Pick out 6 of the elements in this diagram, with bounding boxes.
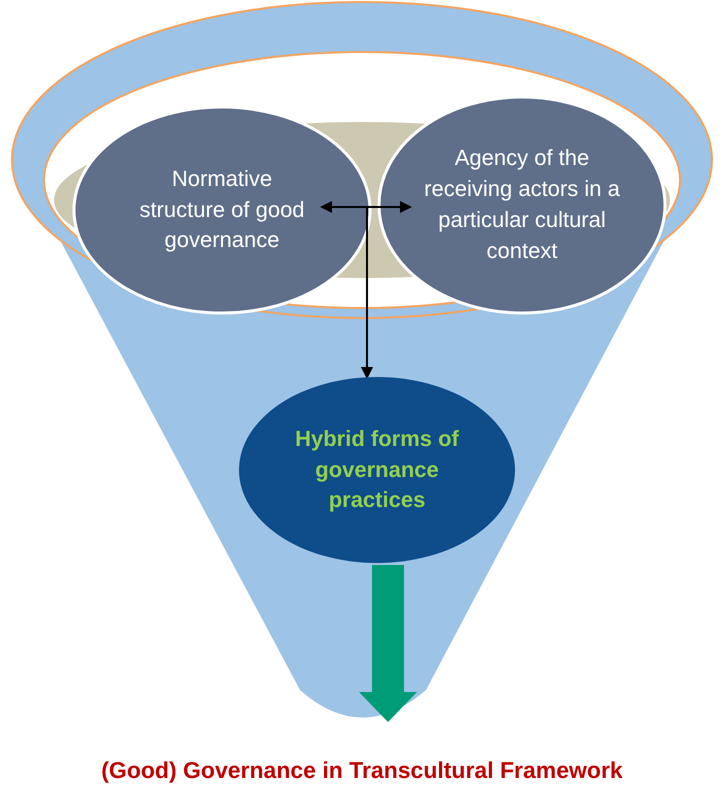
node-text: Hybrid forms of governance practices	[294, 424, 460, 514]
caption-text: (Good) Governance in Transcultural Framework	[101, 756, 623, 785]
node-text: Normative structure of good governance	[138, 164, 306, 254]
node-text: Agency of the receiving actors in a particular cultural context	[423, 144, 621, 265]
arrow	[320, 201, 412, 213]
ellipse-node	[237, 375, 517, 565]
